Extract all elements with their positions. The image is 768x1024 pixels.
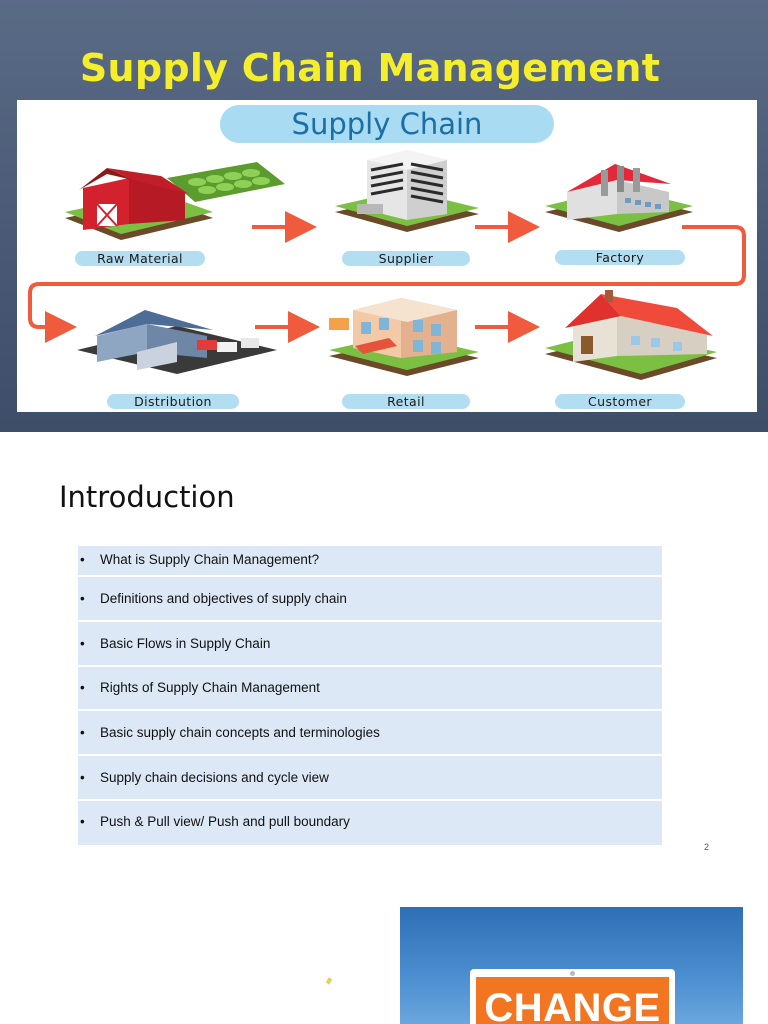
retail-store-icon [329, 298, 479, 376]
bullet-icon: • [80, 770, 85, 785]
slide-introduction: Introduction • What is Supply Chain Mana… [0, 432, 768, 904]
list-item: • Basic supply chain concepts and termin… [78, 711, 662, 756]
barn-icon [65, 162, 285, 240]
label-supplier: Supplier [342, 251, 470, 266]
label-factory: Factory [555, 250, 685, 265]
supply-chain-illustration [28, 150, 746, 380]
bullet-icon: • [80, 552, 85, 567]
change-sign-text: CHANGE [476, 977, 669, 1024]
sign-bolt-icon [570, 971, 575, 976]
list-item: • Push & Pull view/ Push and pull bounda… [78, 801, 662, 845]
change-sign-photo: CHANGE [400, 907, 743, 1024]
slide-supply-chain-title: Supply Chain Management [0, 0, 768, 432]
bullet-icon: • [80, 725, 85, 740]
customer-house-icon [545, 290, 717, 380]
list-item: • Basic Flows in Supply Chain [78, 622, 662, 667]
distribution-warehouse-icon [77, 310, 277, 374]
page-number: 2 [704, 842, 710, 852]
slide-title: Supply Chain Management [79, 46, 661, 90]
bullet-icon: • [80, 680, 85, 695]
label-raw-material: Raw Material [75, 251, 205, 266]
supplier-building-icon [335, 150, 479, 232]
diagram-title: Supply Chain [220, 105, 554, 143]
flow-arrows [28, 211, 746, 343]
change-sign: CHANGE [470, 969, 675, 1024]
bullet-icon: • [80, 814, 85, 829]
introduction-heading: Introduction [59, 480, 235, 514]
topics-list: • What is Supply Chain Management? • Def… [78, 546, 662, 845]
list-item: • Rights of Supply Chain Management [78, 667, 662, 711]
label-customer: Customer [555, 394, 685, 409]
supply-chain-diagram: Supply Chain Raw Material Supplier Facto… [17, 100, 757, 412]
arrow-factory-to-distribution [28, 225, 746, 343]
label-distribution: Distribution [107, 394, 239, 409]
list-item: • Definitions and objectives of supply c… [78, 577, 662, 622]
bullet-icon: • [80, 591, 85, 606]
label-retail: Retail [342, 394, 470, 409]
factory-icon [545, 164, 693, 232]
list-item: • Supply chain decisions and cycle view [78, 756, 662, 801]
decorative-mark [325, 977, 333, 985]
slide-change: CHANGE [0, 904, 768, 1024]
list-item: • What is Supply Chain Management? [78, 546, 662, 577]
bullet-icon: • [80, 636, 85, 651]
